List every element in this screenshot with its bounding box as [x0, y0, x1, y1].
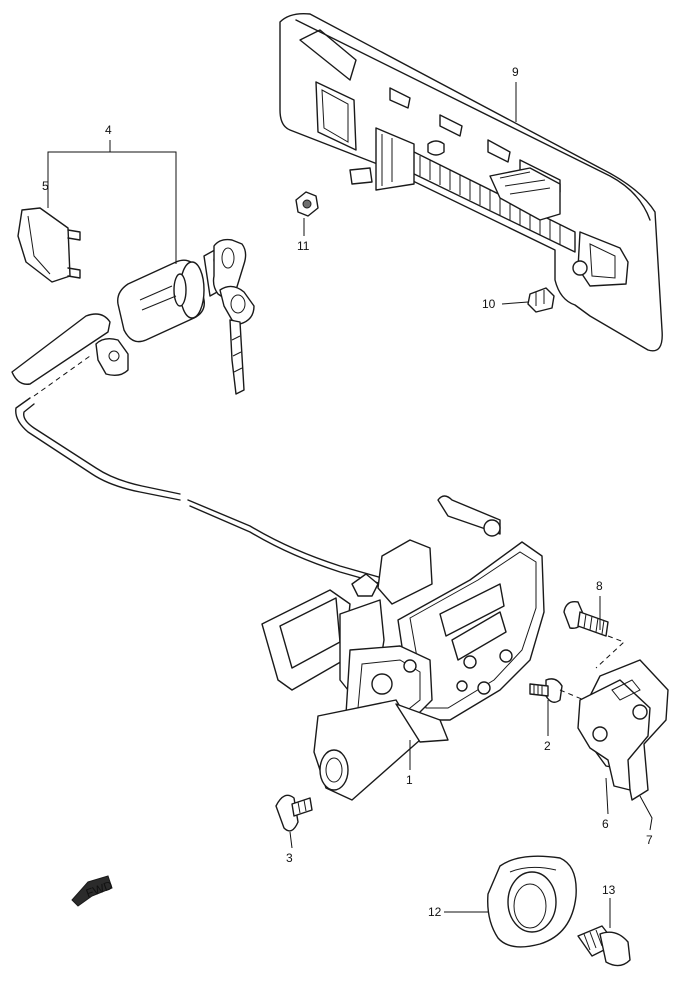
latch-assembly-part-1 — [261, 495, 545, 801]
callout-10: 10 — [482, 297, 496, 311]
callout-11: 11 — [297, 239, 310, 253]
outer-handle-assembly — [279, 12, 663, 352]
screw-part-3 — [275, 794, 313, 832]
callout-9: 9 — [512, 65, 519, 79]
leader-lines — [47, 82, 653, 928]
screw-part-2 — [529, 678, 563, 703]
lock-cylinder-part-4 — [11, 238, 255, 395]
callout-1: 1 — [406, 773, 413, 787]
callout-5: 5 — [42, 179, 49, 193]
fwd-direction-arrow: FWD — [71, 875, 115, 907]
callout-6: 6 — [602, 817, 609, 831]
bolt-part-13 — [577, 925, 631, 967]
callout-8: 8 — [596, 579, 603, 593]
callout-labels: 4 5 9 11 10 8 2 1 6 7 3 12 13 — [42, 65, 653, 919]
actuating-rod — [15, 355, 383, 585]
callout-3: 3 — [286, 851, 293, 865]
callout-12: 12 — [428, 905, 442, 919]
callout-4: 4 — [105, 123, 112, 137]
callout-7: 7 — [646, 833, 653, 847]
callout-2: 2 — [544, 739, 551, 753]
nut-part-11 — [295, 191, 319, 217]
grommet-part-12 — [487, 855, 577, 948]
bolt-part-8 — [563, 601, 609, 637]
striker-part-6-shim-part-7 — [577, 659, 669, 801]
clip-part-10 — [527, 287, 555, 313]
retainer-clip-part-5 — [17, 207, 81, 283]
callout-13: 13 — [602, 883, 616, 897]
